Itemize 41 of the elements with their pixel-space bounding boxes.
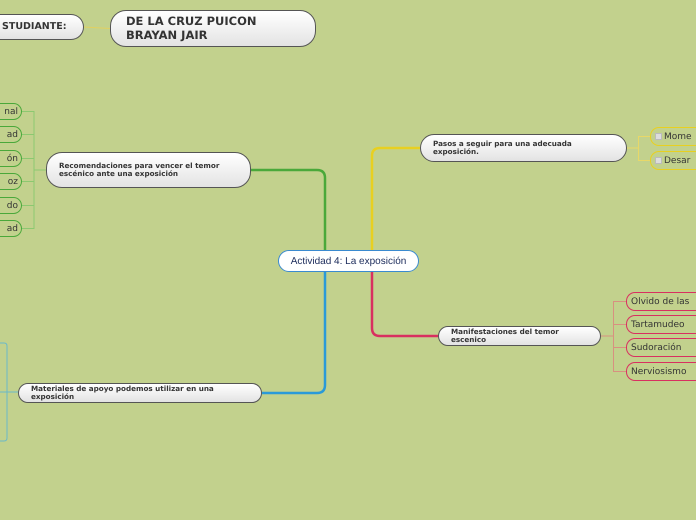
subtopic-box bbox=[650, 127, 696, 146]
topic-text: DE LA CRUZ PUICON BRAYAN JAIR bbox=[126, 14, 258, 42]
topic-text: Sudoración bbox=[631, 342, 682, 352]
subtopic-box bbox=[0, 173, 22, 190]
branch-line bbox=[600, 336, 626, 372]
subtopic-box bbox=[0, 126, 22, 143]
topic-box bbox=[420, 134, 627, 162]
subtopic-box bbox=[650, 151, 696, 170]
central-topic-box bbox=[278, 250, 419, 272]
branch-line bbox=[262, 272, 326, 394]
branch-line bbox=[370, 272, 438, 338]
topic-text: Nerviosismo bbox=[631, 366, 686, 376]
topic-text: Desar bbox=[664, 156, 690, 166]
subtopic-box bbox=[626, 362, 696, 381]
subtopic-box bbox=[0, 197, 22, 214]
branch-line bbox=[370, 146, 420, 250]
topic-text: ad bbox=[6, 224, 18, 234]
subtopic-box bbox=[626, 315, 696, 334]
branch-line bbox=[251, 168, 326, 250]
topic-text: Olvido de las bbox=[631, 296, 690, 306]
subtopic-box bbox=[0, 220, 22, 237]
topic-text: ad bbox=[6, 130, 18, 140]
topic-text: ón bbox=[6, 154, 18, 164]
topic-text: STUDIANTE: bbox=[2, 22, 67, 32]
topic-text: oz bbox=[8, 176, 18, 186]
topic-box bbox=[0, 14, 84, 40]
topic-box bbox=[438, 326, 601, 346]
topic-box bbox=[18, 383, 262, 403]
subtopic-box bbox=[626, 292, 696, 311]
branch-line bbox=[84, 26, 110, 29]
topic-text: Mome bbox=[664, 132, 692, 142]
topic-text: do bbox=[6, 200, 18, 210]
topic-box bbox=[110, 10, 316, 47]
topic-box bbox=[46, 152, 251, 188]
topic-text: Actividad 4: La exposición bbox=[290, 256, 406, 266]
topic-text: Tartamudeo bbox=[631, 320, 684, 330]
topic-text: nal bbox=[4, 106, 18, 116]
subtopic-box bbox=[626, 338, 696, 357]
subtopic-box bbox=[0, 103, 22, 120]
branch-line bbox=[22, 170, 46, 229]
subtopic-box bbox=[0, 150, 22, 167]
